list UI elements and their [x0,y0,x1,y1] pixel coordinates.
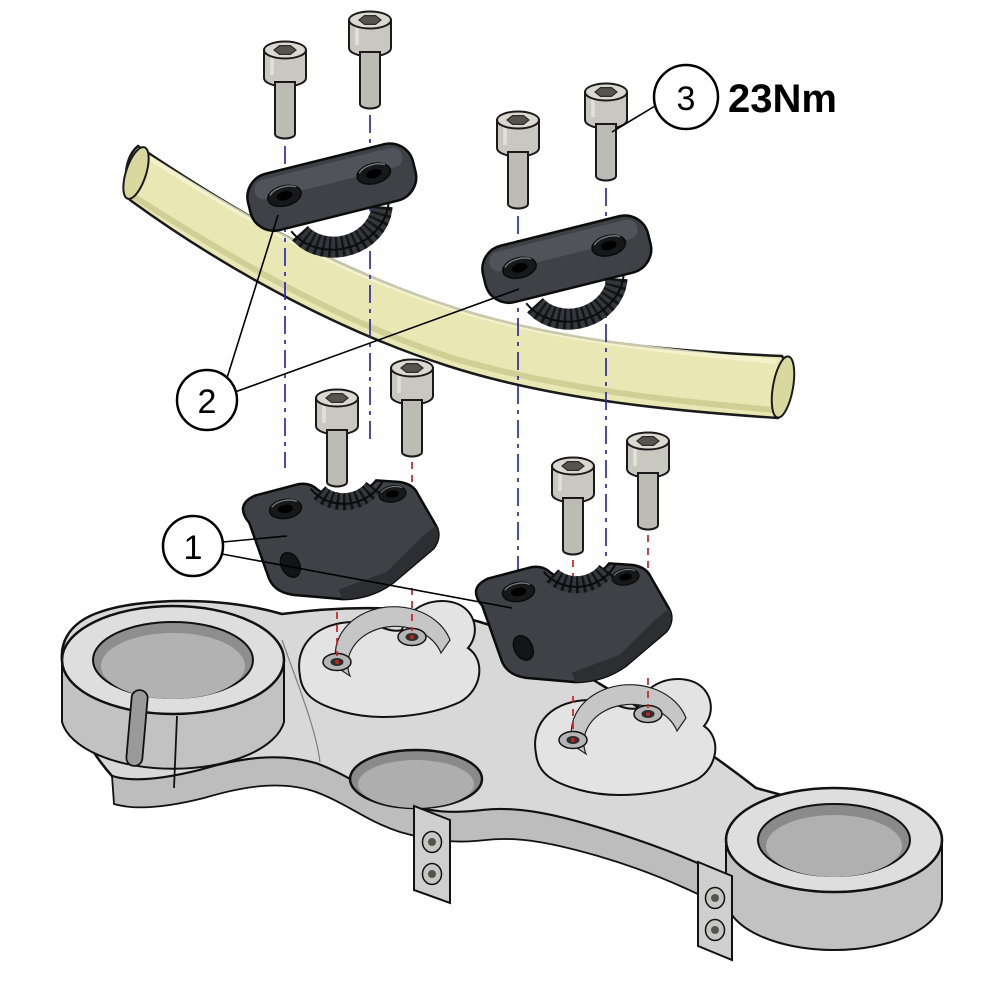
screw-6 [389,357,435,459]
pinch-bolt [421,862,443,886]
screw-4 [583,81,629,183]
screw-7 [550,455,596,557]
left-clamp-slot [125,689,149,767]
callout-1-bubble [161,514,225,578]
steerer-hole [348,748,484,810]
center-pinch-tab [413,804,451,905]
screw-3 [495,109,541,211]
callout-1-number: 1 [184,529,203,567]
callout-3: 3 23Nm [652,63,837,131]
screw-8 [625,430,671,532]
boss-threaded-hole [558,730,588,750]
callout-1: 1 [161,514,225,578]
boss-threaded-hole [633,704,663,724]
right-pinch-tab [697,860,733,962]
callout-3-number: 3 [677,80,696,118]
pinch-bolt [704,918,726,942]
pinch-bolt [704,886,726,910]
screw-1 [262,39,308,141]
handlebar-left-end [122,146,150,200]
callout-2-bubble [175,368,239,432]
riser-mount-boss-2 [534,678,717,796]
riser-mount-boss-1 [298,600,481,718]
boss-threaded-hole [397,627,427,647]
callout-2-number: 2 [198,383,217,421]
pinch-bolt [421,830,443,854]
callout-3-bubble [652,63,720,131]
triple-clamp [60,599,944,962]
handlebar [122,144,796,420]
right-fork-clamp-ring [697,786,944,962]
torque-label: 23Nm [728,77,837,121]
screw-2 [347,9,393,111]
callout-2: 2 [175,368,239,432]
handlebar-right-end [770,355,796,419]
boss-threaded-hole [322,652,352,672]
left-fork-clamp-ring [60,604,286,789]
callout-leader-lines [221,105,656,609]
screw-5 [314,387,360,489]
